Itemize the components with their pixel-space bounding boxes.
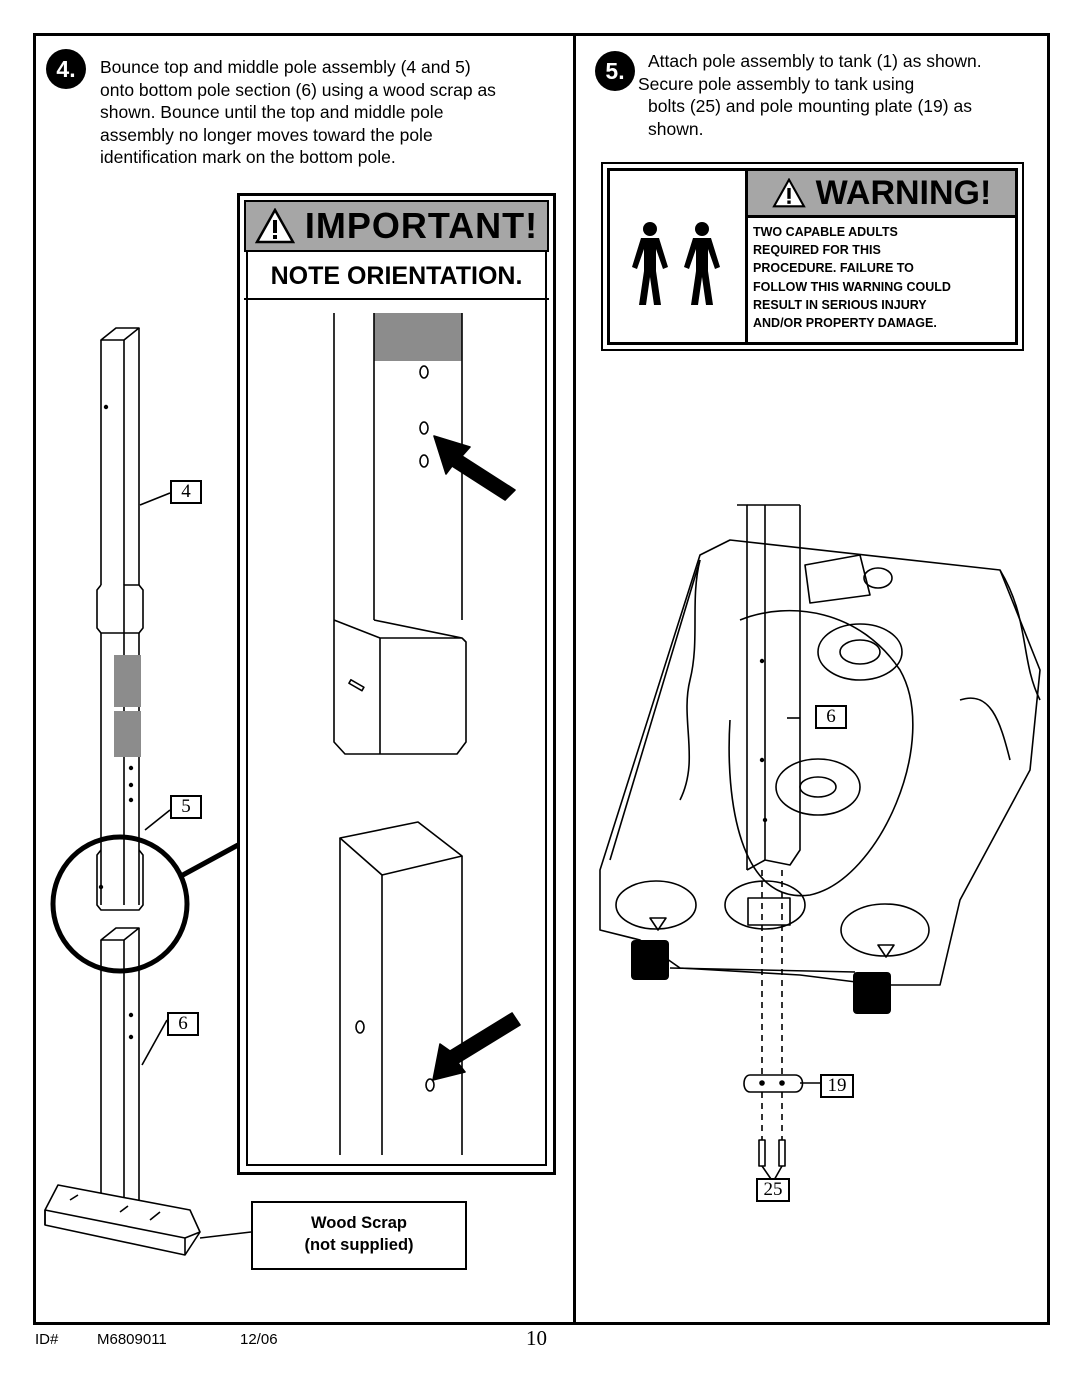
callout-4: 4 [170,480,202,504]
bolts [758,1139,786,1167]
two-adults-icon [632,222,720,305]
note-orientation-label: NOTE ORIENTATION. [270,262,523,290]
footer-id-label: ID# [35,1331,59,1348]
warning-inner-frame: WARNING! TWO CAPABLE ADULTS REQUIRED FOR… [607,168,1018,345]
warning-divider [745,171,748,342]
bottom-pole-left [44,927,201,1256]
page-number: 10 [526,1326,547,1350]
warning-box: WARNING! TWO CAPABLE ADULTS REQUIRED FOR… [601,162,1024,351]
upper-pole-closeup [333,313,467,755]
step-4-badge: 4. [46,49,86,89]
warning-triangle-icon [254,208,295,244]
warning-header: WARNING! [745,171,1015,218]
right-panel [573,33,1050,1325]
step-4-text: Bounce top and middle pole assembly (4 a… [100,57,496,167]
callout-19: 19 [820,1074,854,1098]
arrow-icon [433,435,516,501]
footer-id-value: M6809011 [97,1331,167,1348]
wood-scrap-label: Wood Scrap (not supplied) [251,1201,467,1270]
callout-6-right: 6 [815,705,847,729]
important-title: IMPORTANT! [304,205,539,246]
warning-text: TWO CAPABLE ADULTS REQUIRED FOR THIS PRO… [753,225,951,331]
magnifier-circle [50,834,190,974]
callout-25: 25 [756,1178,790,1202]
important-header: IMPORTANT! [244,200,549,252]
step-5-badge: 5. [595,51,635,91]
important-divider [244,298,549,300]
arrow-icon [432,1012,521,1081]
footer-date: 12/06 [240,1331,278,1348]
pole-assembly-left [96,327,144,911]
pole-into-tank [737,504,801,926]
tank-base [599,539,1041,1014]
mounting-plate [743,1074,804,1093]
step-5-text: Attach pole assembly to tank (1) as show… [638,51,982,139]
lower-pole-closeup [339,821,463,1155]
callout-6-left: 6 [167,1012,199,1036]
warning-triangle-icon [771,178,806,208]
callout-5: 5 [170,795,202,819]
warning-title: WARNING! [815,173,992,212]
